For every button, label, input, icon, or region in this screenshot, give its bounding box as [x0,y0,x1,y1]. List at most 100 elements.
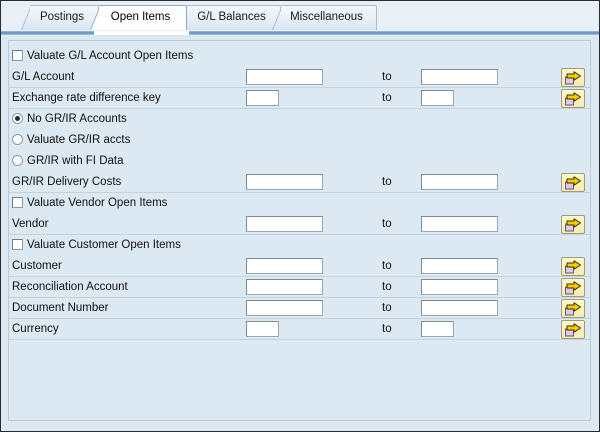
form-row-valuate-gl-account-open-items: Valuate G/L Account Open Items [9,46,590,67]
form-row-gl-account: G/L Account to [9,67,590,88]
field-label-vendor: Vendor [12,218,49,230]
to-label: to [382,176,392,188]
input-reconciliation-account-to[interactable] [421,279,498,295]
to-label: to [382,323,392,335]
input-gl-account-from[interactable] [246,69,323,85]
tab-body [187,5,281,30]
input-gr-ir-delivery-costs-to[interactable] [421,174,498,190]
checkbox-label: Valuate Vendor Open Items [27,197,168,209]
radio-label: No GR/IR Accounts [27,113,127,125]
field-label-customer: Customer [12,260,62,272]
tab-g-l-balances[interactable]: G/L Balances [178,5,281,30]
active-tab-connector [94,31,189,35]
to-label: to [382,218,392,230]
row-separator [9,108,590,109]
tab-postings[interactable]: Postings [21,5,99,30]
tab-miscellaneous[interactable]: Miscellaneous [272,5,377,30]
field-label-exchange-rate-difference-key: Exchange rate difference key [12,92,161,104]
checkbox-box-icon[interactable] [12,50,23,61]
to-label: to [382,302,392,314]
multiple-selection-arrow-icon [562,280,584,296]
multiple-selection-button-reconciliation-account[interactable] [561,278,585,297]
tab-open-items[interactable]: Open Items [90,5,187,30]
checkbox-box-icon[interactable] [12,239,23,250]
multiple-selection-arrow-icon [562,175,584,191]
form-row-document-number: Document Number to [9,298,590,319]
checkbox-valuate-customer-open-items[interactable]: Valuate Customer Open Items [12,235,181,256]
form-row-gr-ir-with-fi-data: GR/IR with FI Data [9,151,590,172]
row-separator [9,87,590,88]
form-row-valuate-vendor-open-items: Valuate Vendor Open Items [9,193,590,214]
checkbox-label: Valuate G/L Account Open Items [27,50,194,62]
multiple-selection-button-customer[interactable] [561,257,585,276]
field-label-reconciliation-account: Reconciliation Account [12,281,128,293]
to-label: to [382,92,392,104]
radio-gr-ir-with-fi-data[interactable]: GR/IR with FI Data [12,151,124,172]
radio-valuate-gr-ir-accts[interactable]: Valuate GR/IR accts [12,130,130,151]
input-currency-from[interactable] [246,321,279,337]
radio-button-icon[interactable] [12,155,23,166]
tab-strip-underline [1,31,599,35]
multiple-selection-arrow-icon [562,301,584,317]
to-label: to [382,71,392,83]
form-row-valuate-gr-ir-accts: Valuate GR/IR accts [9,130,590,151]
to-label: to [382,260,392,272]
tab-body [281,5,377,30]
checkbox-label: Valuate Customer Open Items [27,239,181,251]
input-customer-from[interactable] [246,258,323,274]
input-gl-account-to[interactable] [421,69,498,85]
multiple-selection-button-exchange-rate-difference-key[interactable] [561,89,585,108]
to-label: to [382,281,392,293]
input-exchange-rate-difference-key-from[interactable] [246,90,279,106]
form-frame [8,40,591,421]
multiple-selection-button-gl-account[interactable] [561,68,585,87]
tab-label: Open Items [110,11,171,23]
input-gr-ir-delivery-costs-from[interactable] [246,174,323,190]
tab-strip: Postings Open Items G/L Balances Miscellane… [1,1,599,32]
input-vendor-from[interactable] [246,216,323,232]
checkbox-valuate-gl-account-open-items[interactable]: Valuate G/L Account Open Items [12,46,193,67]
multiple-selection-arrow-icon [562,259,584,275]
row-separator [9,318,590,319]
form-row-currency: Currency to [9,319,590,340]
form-row-no-gr-ir-accounts: No GR/IR Accounts [9,109,590,130]
checkbox-valuate-vendor-open-items[interactable]: Valuate Vendor Open Items [12,193,167,214]
field-label-currency: Currency [12,323,59,335]
multiple-selection-button-currency[interactable] [561,320,585,339]
tab-label: Miscellaneous [290,11,363,23]
radio-label: Valuate GR/IR accts [27,134,131,146]
row-separator [9,339,590,340]
input-reconciliation-account-from[interactable] [246,279,323,295]
checkbox-box-icon[interactable] [12,197,23,208]
radio-button-icon[interactable] [12,134,23,145]
field-label-document-number: Document Number [12,302,109,314]
multiple-selection-arrow-icon [562,322,584,338]
row-separator [9,192,590,193]
form-row-valuate-customer-open-items: Valuate Customer Open Items [9,235,590,256]
input-vendor-to[interactable] [421,216,498,232]
input-currency-to[interactable] [421,321,454,337]
row-separator [9,276,590,277]
field-label-gl-account: G/L Account [12,71,75,83]
form-row-reconciliation-account: Reconciliation Account to [9,277,590,298]
form-row-vendor: Vendor to [9,214,590,235]
form-row-exchange-rate-difference-key: Exchange rate difference key to [9,88,590,109]
tab-label: Postings [39,11,85,23]
radio-button-icon[interactable] [12,113,23,124]
form-row-customer: Customer to [9,256,590,277]
multiple-selection-arrow-icon [562,217,584,233]
radio-no-gr-ir-accounts[interactable]: No GR/IR Accounts [12,109,127,130]
input-document-number-from[interactable] [246,300,323,316]
row-separator [9,234,590,235]
tab-label: G/L Balances [197,11,266,23]
input-document-number-to[interactable] [421,300,498,316]
multiple-selection-button-document-number[interactable] [561,299,585,318]
multiple-selection-arrow-icon [562,70,584,86]
input-customer-to[interactable] [421,258,498,274]
input-exchange-rate-difference-key-to[interactable] [421,90,454,106]
multiple-selection-button-vendor[interactable] [561,215,585,234]
multiple-selection-button-gr-ir-delivery-costs[interactable] [561,173,585,192]
